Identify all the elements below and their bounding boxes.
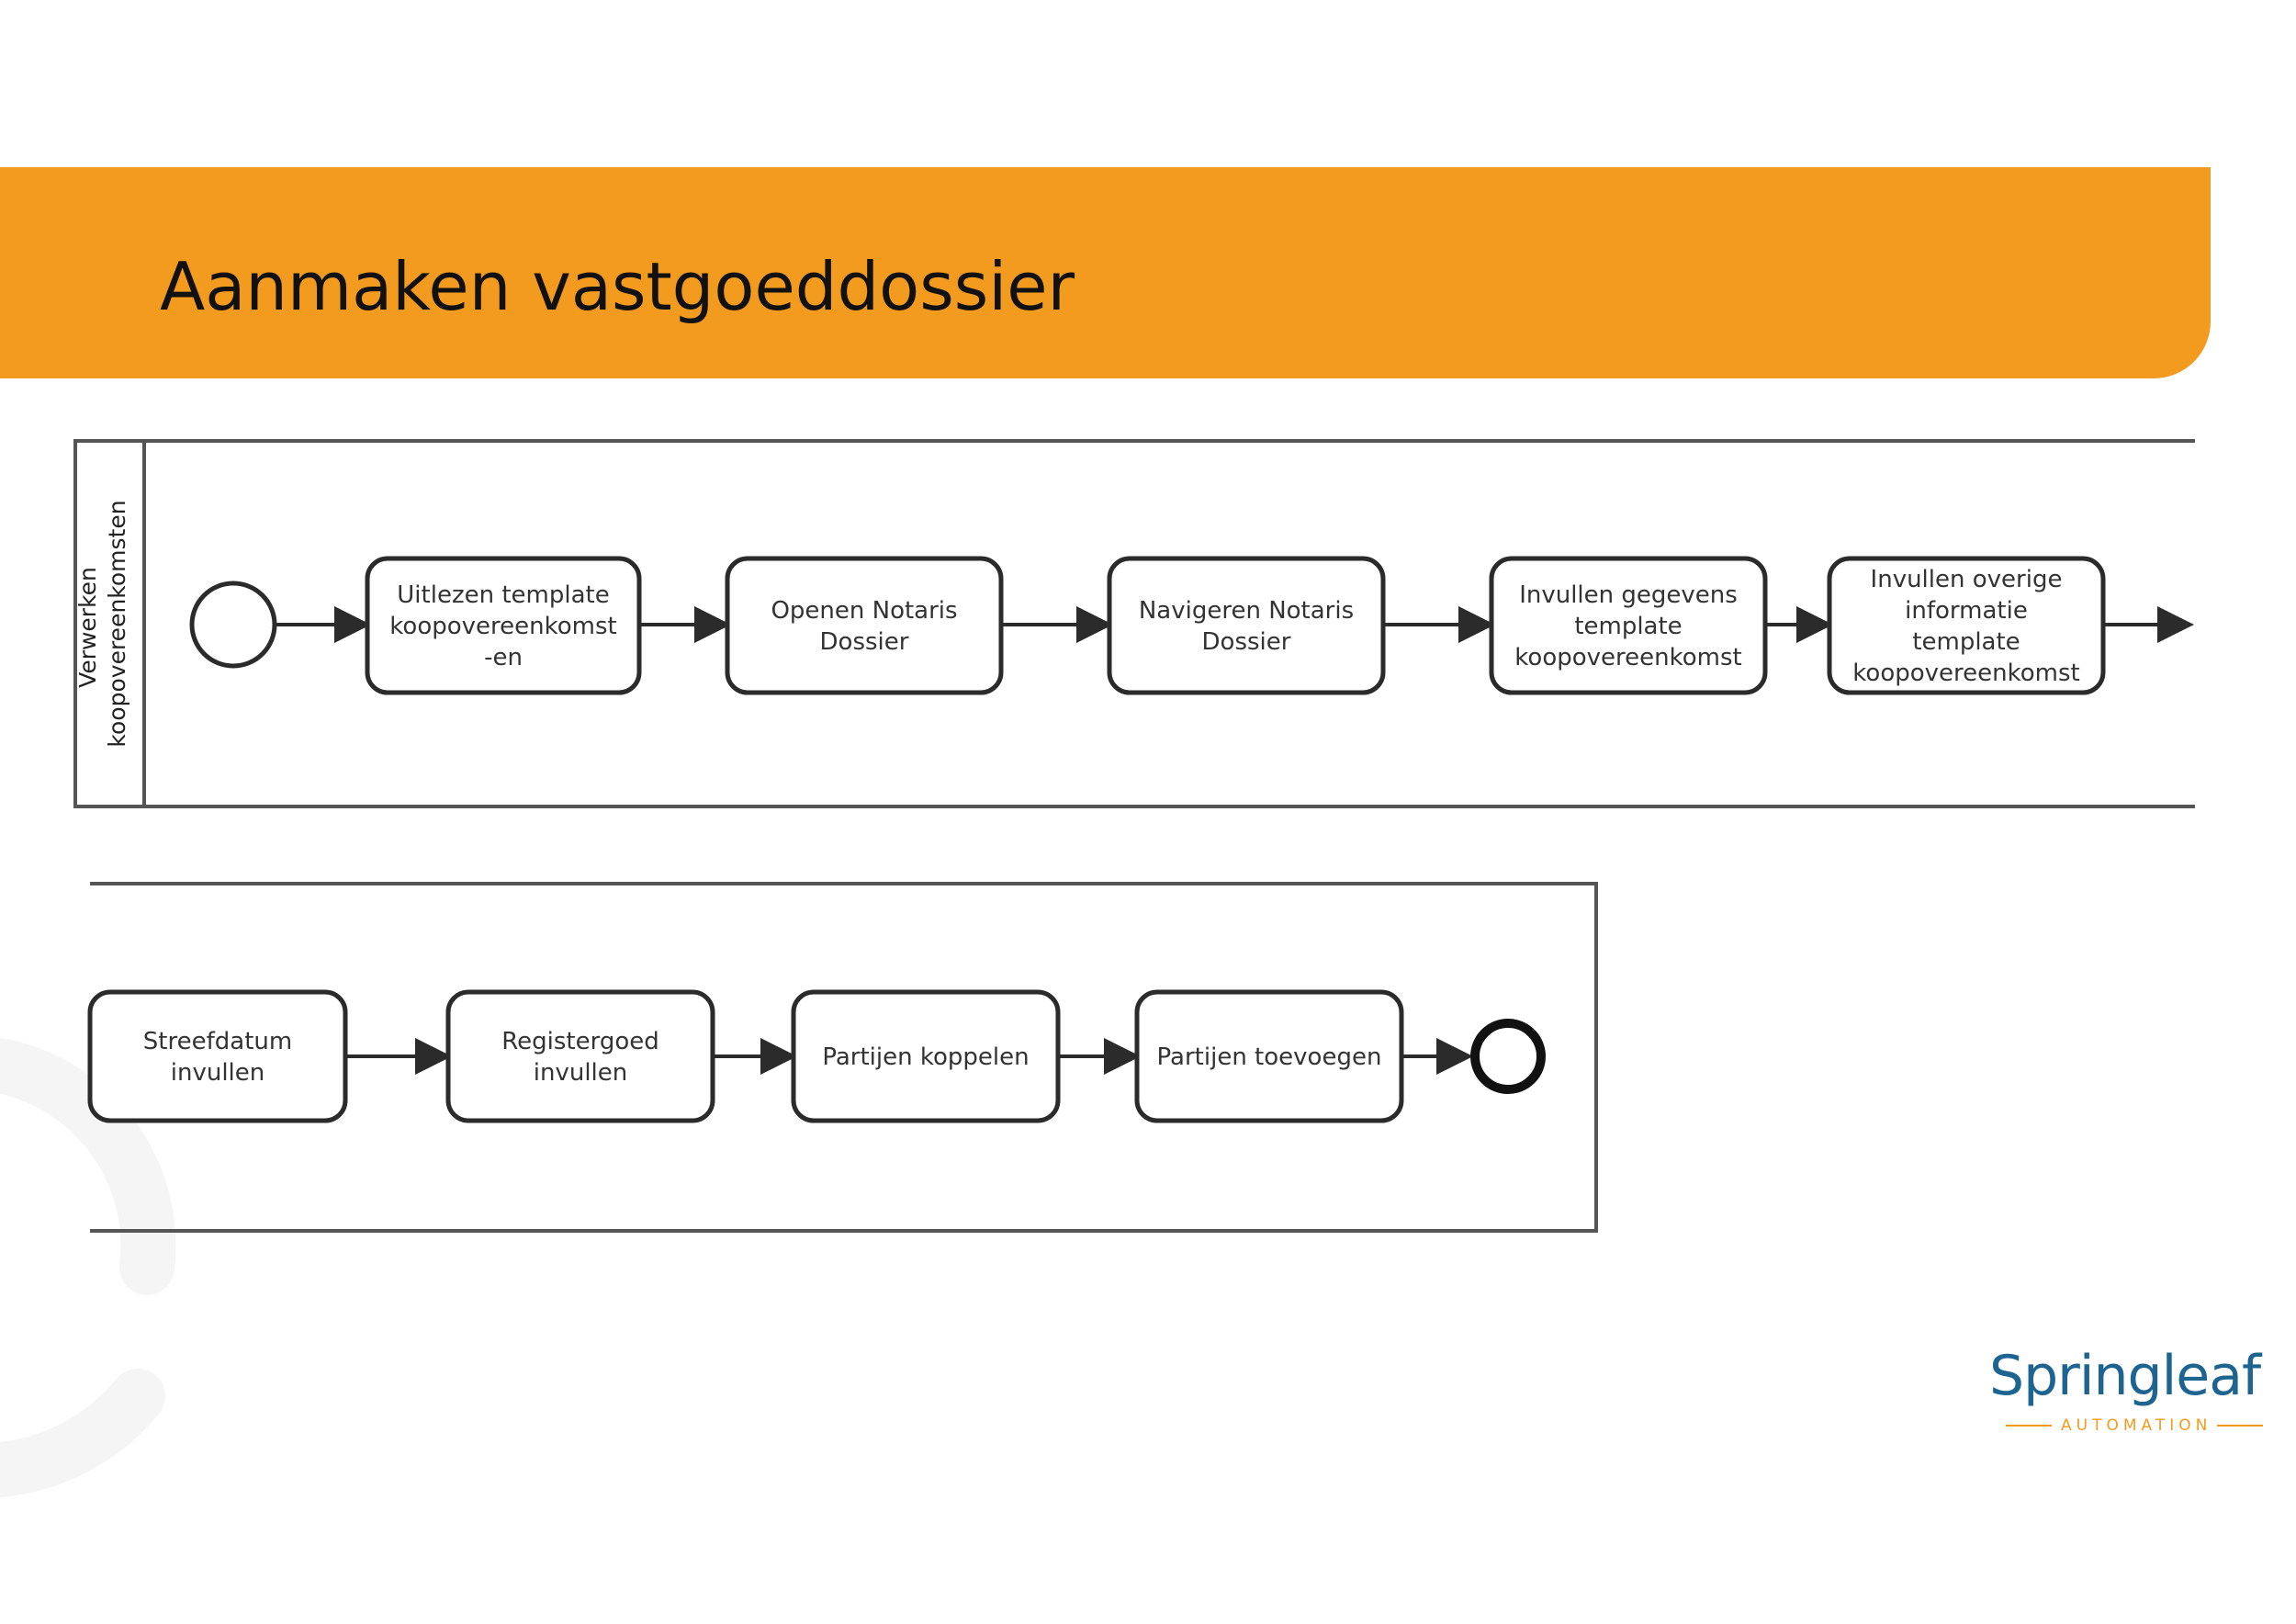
logo-wordmark: Springleaf xyxy=(1989,1344,2261,1408)
task-label: Partijen koppelen xyxy=(822,1043,1029,1071)
end-event xyxy=(1470,1019,1546,1094)
pool-row-2 xyxy=(90,882,1598,1233)
pool-row-1: Verwerken koopovereenkomsten xyxy=(73,439,2195,808)
watermark-swirl xyxy=(0,1038,176,1497)
start-event xyxy=(189,581,277,669)
row2-tasks-task-4: Partijen toevoegen xyxy=(1134,989,1404,1123)
page-title: Aanmaken vastgoeddossier xyxy=(160,248,1075,325)
lane-label: Verwerken koopovereenkomsten xyxy=(74,500,130,747)
task-label: Partijen toevoegen xyxy=(1157,1043,1382,1071)
logo-tagline: AUTOMATION xyxy=(2006,1415,2263,1437)
title-band xyxy=(0,167,2211,378)
springleaf-logo: Springleaf AUTOMATION xyxy=(1984,1341,2268,1442)
bpmn-diagram: Verwerken koopovereenkomsten Uitlezen te… xyxy=(73,439,2195,1233)
row2-tasks-task-3: Partijen koppelen xyxy=(791,989,1061,1123)
